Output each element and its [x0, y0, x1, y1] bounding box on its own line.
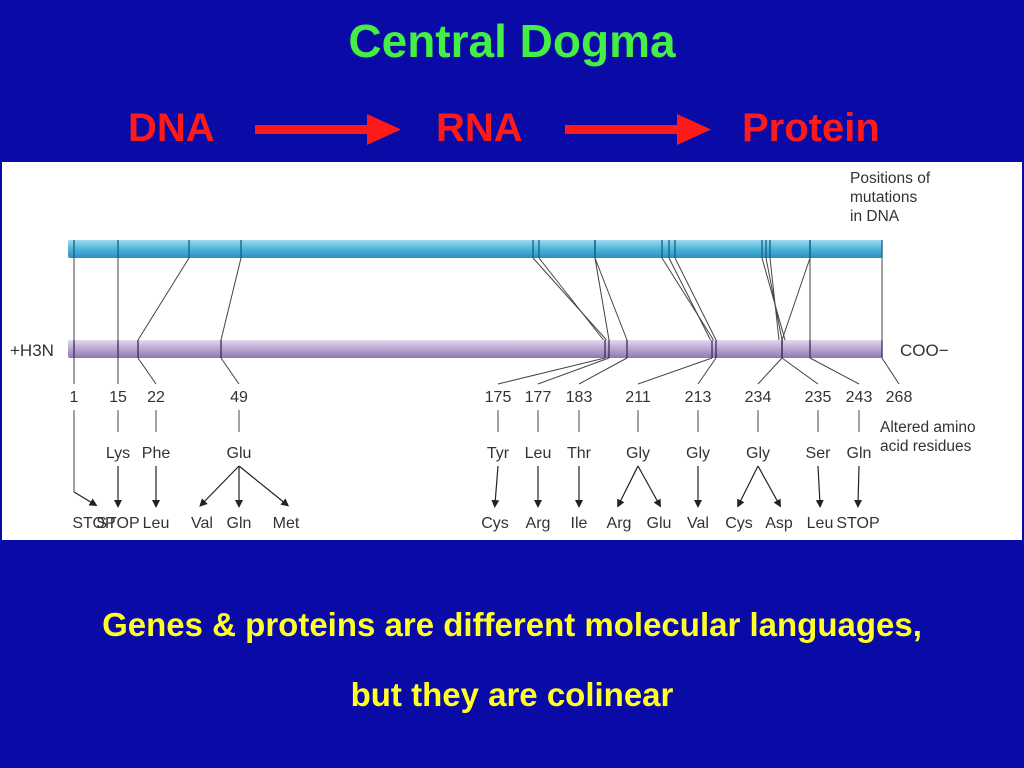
mutant-residue-211: Arg [607, 515, 632, 532]
wild-residue-177: Leu [525, 445, 552, 462]
caption-line-1: Genes & proteins are different molecular… [102, 606, 922, 643]
arrow-dna-to-rna [255, 114, 401, 145]
protein-to-number-line-49 [220, 357, 240, 385]
mutant-residue-15: STOP [96, 515, 139, 532]
wild-residue-234: Gly [746, 445, 770, 462]
dna-to-protein-line-211 [668, 257, 711, 341]
slide-title: Central Dogma [348, 15, 676, 67]
protein-label: Protein [742, 106, 880, 150]
dna-to-protein-line-49 [220, 257, 242, 341]
wild-residue-211: Gly [626, 445, 650, 462]
protein-bar [68, 340, 882, 358]
rna-label: RNA [436, 106, 523, 150]
mutant-residue-183: Ile [571, 515, 588, 532]
mutant-residue-211: Glu [647, 515, 672, 532]
position-number-22: 22 [147, 389, 165, 406]
protein-to-number-line-183 [578, 357, 628, 385]
protein-to-number-line-213 [697, 357, 717, 385]
protein-to-number-line-235 [781, 357, 819, 385]
position-number-177: 177 [525, 389, 552, 406]
mutation-arrow-243 [854, 465, 863, 508]
mutation-arrow-234 [737, 465, 759, 508]
mutation-arrow-1 [73, 491, 98, 507]
position-number-15: 15 [109, 389, 127, 406]
position-number-243: 243 [846, 389, 873, 406]
dna-to-protein-line-235 [781, 257, 811, 341]
position-number-234: 234 [745, 389, 772, 406]
figure-svg: Positions of mutations in DNA +H3N COO− … [10, 170, 976, 532]
altered-residues-label-line1: Altered amino [880, 419, 976, 436]
protein-to-number-line-175 [497, 357, 606, 385]
mutation-arrow-49 [199, 465, 240, 507]
mutation-arrow-235 [815, 465, 824, 508]
position-number-213: 213 [685, 389, 712, 406]
dna-mutation-label-line3: in DNA [850, 208, 900, 225]
position-number-1: 1 [70, 389, 79, 406]
dna-mutation-label-line2: mutations [850, 189, 917, 206]
dna-to-protein-line-177 [594, 257, 610, 341]
mutation-arrow-49 [238, 465, 290, 507]
wild-residue-22: Phe [142, 445, 171, 462]
mutant-residue-49: Met [273, 515, 300, 532]
colinearity-figure: Positions of mutations in DNA +H3N COO− … [2, 162, 1022, 540]
position-number-183: 183 [566, 389, 593, 406]
mutant-residue-1: STOP [72, 515, 115, 532]
wild-residue-49: Glu [227, 445, 252, 462]
mutation-arrow-175 [491, 465, 500, 508]
mutant-residue-49: Gln [227, 515, 252, 532]
wild-residue-243: Gln [847, 445, 872, 462]
protein-to-number-line-22 [137, 357, 157, 385]
protein-to-number-line-243 [809, 357, 860, 385]
altered-residues-label-line2: acid residues [880, 438, 972, 455]
position-number-235: 235 [805, 389, 832, 406]
protein-to-number-line-234 [757, 357, 783, 385]
protein-to-number-line-211 [637, 357, 713, 385]
wild-residue-235: Ser [806, 445, 832, 462]
mutant-residue-234: Cys [725, 515, 753, 532]
mutation-arrow-211 [617, 465, 639, 508]
dna-to-protein-line-211 [661, 257, 714, 341]
dna-to-protein-line-175 [538, 257, 604, 341]
wild-residue-183: Thr [567, 445, 592, 462]
dna-mutation-label-line1: Positions of [850, 170, 931, 187]
mutant-residue-22: Leu [143, 515, 170, 532]
protein-to-number-line-177 [537, 357, 610, 385]
position-number-175: 175 [485, 389, 512, 406]
wild-residue-175: Tyr [487, 445, 510, 462]
mutant-residue-213: Val [687, 515, 709, 532]
mutation-arrow-234 [757, 465, 781, 508]
n-terminus-label: +H3N [10, 341, 54, 360]
arrow-rna-to-protein [565, 114, 711, 145]
dna-bar [68, 240, 882, 258]
position-number-211: 211 [625, 389, 651, 406]
dna-to-protein-line-183 [594, 257, 628, 341]
position-number-49: 49 [230, 389, 248, 406]
mutant-residue-175: Cys [481, 515, 509, 532]
caption-line-2: but they are colinear [350, 676, 674, 713]
mutant-residue-234: Asp [765, 515, 793, 532]
c-terminus-label: COO− [900, 341, 949, 360]
dna-to-protein-line-213 [674, 257, 717, 341]
mutation-arrow-211 [637, 465, 661, 508]
wild-residue-15: Lys [106, 445, 130, 462]
dna-to-protein-line-175 [532, 257, 607, 341]
protein-to-number-line-268 [881, 357, 900, 385]
dna-to-protein-line-234 [769, 257, 780, 341]
mutant-residue-235: Leu [807, 515, 834, 532]
mutant-residue-243: STOP [836, 515, 879, 532]
mutant-residue-49: Val [191, 515, 213, 532]
dna-label: DNA [128, 106, 215, 150]
wild-residue-213: Gly [686, 445, 710, 462]
dna-to-protein-line-22 [137, 257, 190, 341]
mutant-residue-177: Arg [526, 515, 551, 532]
position-number-268: 268 [886, 389, 913, 406]
